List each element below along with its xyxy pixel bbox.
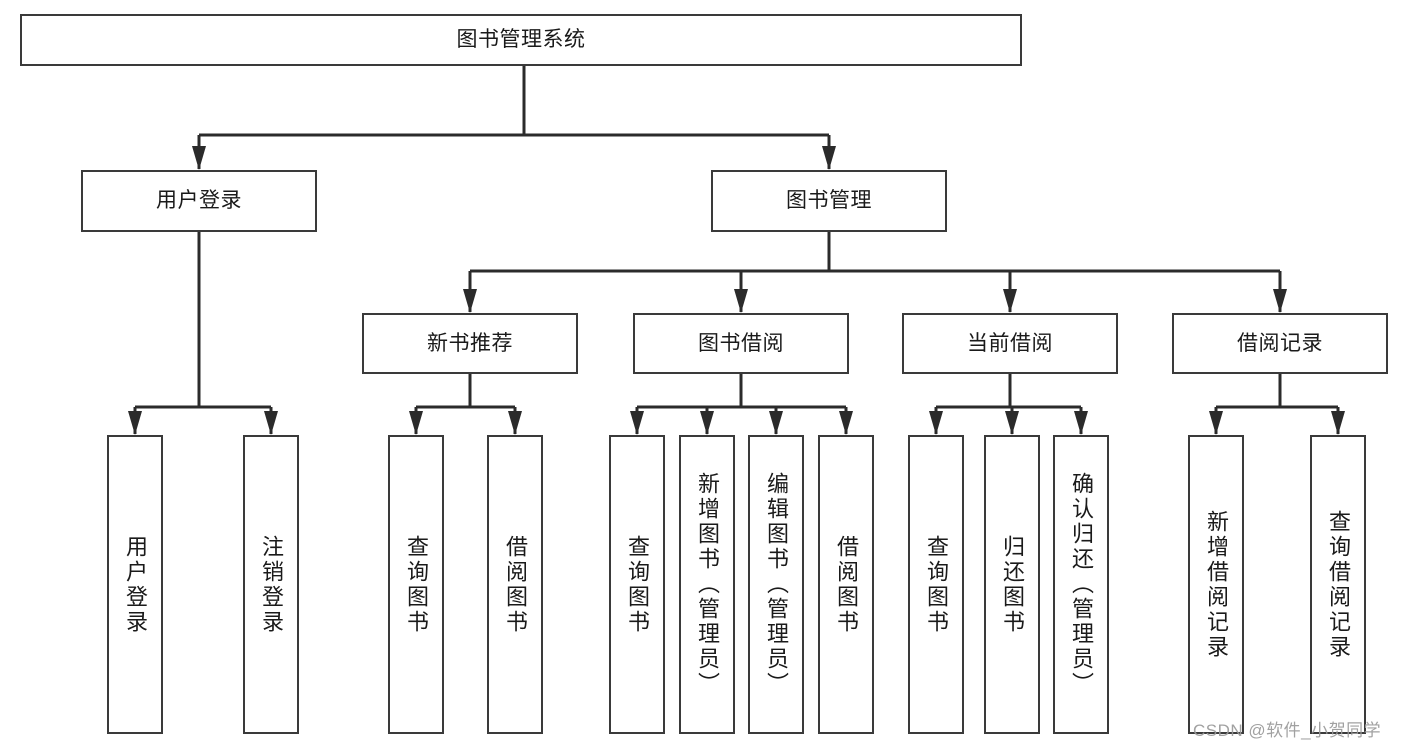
node-label: 注销登录 (259, 534, 284, 635)
node-label: 新增借阅记录 (1204, 509, 1229, 660)
node-label: 用户登录 (156, 189, 242, 213)
node-leaf-13[interactable]: 查询借阅记录 (1310, 435, 1366, 734)
node-label: 归还图书 (1000, 534, 1025, 635)
arrow-head-icon (929, 411, 943, 435)
node-label: 用户登录 (123, 534, 148, 635)
node-label: 新增图书（管理员） (695, 472, 720, 697)
node-label: 当前借阅 (967, 331, 1053, 355)
node-label: 确认归还（管理员） (1069, 472, 1094, 697)
node-label: 图书借阅 (698, 331, 784, 355)
node-leaf-4[interactable]: 借阅图书 (487, 435, 543, 734)
arrow-head-icon (463, 289, 477, 313)
node-l2-2[interactable]: 图书管理 (711, 170, 947, 232)
node-root[interactable]: 图书管理系统 (20, 14, 1022, 66)
node-leaf-6[interactable]: 新增图书（管理员） (679, 435, 735, 734)
watermark: CSDN @软件_小贺同学 (1193, 721, 1382, 740)
node-label: 查询图书 (625, 534, 650, 635)
node-l3-2[interactable]: 图书借阅 (633, 313, 849, 374)
arrow-head-icon (1074, 411, 1088, 435)
node-leaf-8[interactable]: 借阅图书 (818, 435, 874, 734)
node-label: 新书推荐 (427, 331, 513, 355)
node-label: 查询图书 (404, 534, 429, 635)
node-label: 编辑图书（管理员） (764, 472, 789, 697)
node-leaf-5[interactable]: 查询图书 (609, 435, 665, 734)
node-leaf-1[interactable]: 用户登录 (107, 435, 163, 734)
node-label: 查询借阅记录 (1326, 509, 1351, 660)
arrow-head-icon (769, 411, 783, 435)
arrow-head-icon (409, 411, 423, 435)
arrow-head-icon (734, 289, 748, 313)
node-leaf-12[interactable]: 新增借阅记录 (1188, 435, 1244, 734)
node-label: 借阅记录 (1237, 331, 1323, 355)
node-leaf-11[interactable]: 确认归还（管理员） (1053, 435, 1109, 734)
node-label: 查询图书 (924, 534, 949, 635)
node-leaf-10[interactable]: 归还图书 (984, 435, 1040, 734)
node-leaf-7[interactable]: 编辑图书（管理员） (748, 435, 804, 734)
node-leaf-3[interactable]: 查询图书 (388, 435, 444, 734)
node-l3-4[interactable]: 借阅记录 (1172, 313, 1388, 374)
arrow-head-icon (839, 411, 853, 435)
arrow-head-icon (1331, 411, 1345, 435)
node-leaf-9[interactable]: 查询图书 (908, 435, 964, 734)
arrow-head-icon (192, 146, 206, 170)
node-l3-1[interactable]: 新书推荐 (362, 313, 578, 374)
arrow-head-icon (1003, 289, 1017, 313)
arrow-head-icon (1005, 411, 1019, 435)
arrow-head-icon (1209, 411, 1223, 435)
node-leaf-2[interactable]: 注销登录 (243, 435, 299, 734)
arrow-head-icon (630, 411, 644, 435)
arrow-head-icon (700, 411, 714, 435)
node-l3-3[interactable]: 当前借阅 (902, 313, 1118, 374)
node-label: 图书管理系统 (456, 28, 586, 52)
arrow-head-icon (822, 146, 836, 170)
arrow-head-icon (264, 411, 278, 435)
arrow-head-icon (1273, 289, 1287, 313)
node-l2-1[interactable]: 用户登录 (81, 170, 317, 232)
node-label: 图书管理 (786, 189, 872, 213)
node-label: 借阅图书 (503, 534, 528, 635)
arrow-head-icon (128, 411, 142, 435)
arrow-head-icon (508, 411, 522, 435)
node-label: 借阅图书 (834, 534, 859, 635)
